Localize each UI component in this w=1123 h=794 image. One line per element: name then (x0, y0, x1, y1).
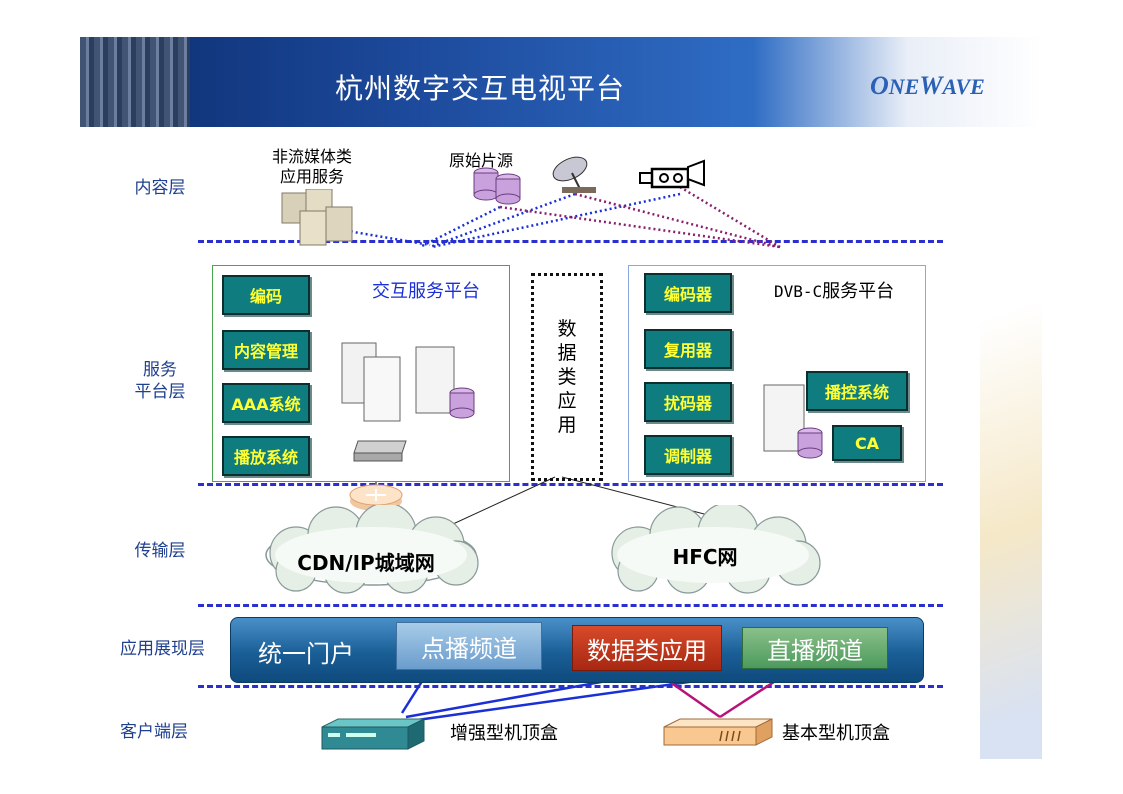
side-decoration (980, 97, 1042, 759)
broadcast-control-box: 播控系统 (806, 371, 908, 411)
separator-service (198, 483, 943, 486)
satellite-dish-icon (550, 153, 600, 195)
header-bar: 杭州数字交互电视平台 ONEWAVE (80, 37, 1042, 127)
source-database-icon (470, 165, 526, 207)
source-label: 原始片源 (448, 151, 513, 170)
layer-label-client: 客户端层 (120, 722, 188, 742)
basic-stb-icon (660, 717, 776, 749)
cdn-network-label: CDN/IP城域网 (297, 551, 435, 575)
layer-label-transport: 传输层 (134, 541, 186, 561)
hfc-cloud-icon (598, 505, 828, 595)
dvbc-server-icon (762, 383, 832, 463)
separator-transport (198, 604, 943, 607)
switch-icon (350, 439, 410, 465)
interactive-platform-title: 交互服务平台 (372, 281, 480, 302)
encode-box: 编码 (222, 275, 310, 315)
play-system-box: 播放系统 (222, 436, 310, 476)
server-cluster-icon (280, 189, 360, 249)
header-photo (80, 37, 190, 127)
encoder-box: 编码器 (644, 273, 732, 313)
aaa-system-box: AAA系统 (222, 383, 310, 423)
enhanced-stb-label: 增强型机顶盒 (450, 723, 558, 744)
layer-label-content: 内容层 (134, 178, 186, 198)
nonstream-label: 非流媒体类 应用服务 (271, 147, 352, 186)
basic-stb-label: 基本型机顶盒 (782, 723, 890, 744)
live-channel-button[interactable]: 直播频道 (742, 627, 888, 669)
portal-label: 统一门户 (258, 639, 354, 668)
layer-label-app: 应用展现层 (120, 639, 205, 659)
slide: 杭州数字交互电视平台 ONEWAVE 内容层 服务 平台层 传输层 应用展现层 … (80, 37, 1042, 759)
video-camera-icon (636, 157, 708, 197)
dvbc-title-suffix: 服务平台 (822, 281, 895, 302)
cdn-cloud-icon (256, 505, 486, 595)
page-title: 杭州数字交互电视平台 (334, 72, 625, 105)
dvbc-platform-title: DVB-C服务平台 (774, 277, 894, 303)
hfc-network-label: HFC网 (672, 545, 738, 569)
layer-label-service: 服务 平台层 (134, 360, 186, 402)
data-apps-box: 数 据 类 应 用 (531, 273, 603, 481)
vod-channel-button[interactable]: 点播频道 (396, 622, 542, 670)
multiplexer-box: 复用器 (644, 329, 732, 369)
scrambler-box: 扰码器 (644, 382, 732, 422)
onewave-logo: ONEWAVE (870, 71, 985, 100)
dvbc-title-prefix: DVB-C (774, 282, 823, 301)
ca-box: CA (832, 425, 902, 461)
server-group-icon (340, 337, 480, 427)
content-management-box: 内容管理 (222, 330, 310, 370)
data-apps-button[interactable]: 数据类应用 (572, 625, 722, 671)
enhanced-stb-icon (318, 717, 428, 753)
separator-content (198, 240, 943, 243)
modulator-box: 调制器 (644, 435, 732, 475)
